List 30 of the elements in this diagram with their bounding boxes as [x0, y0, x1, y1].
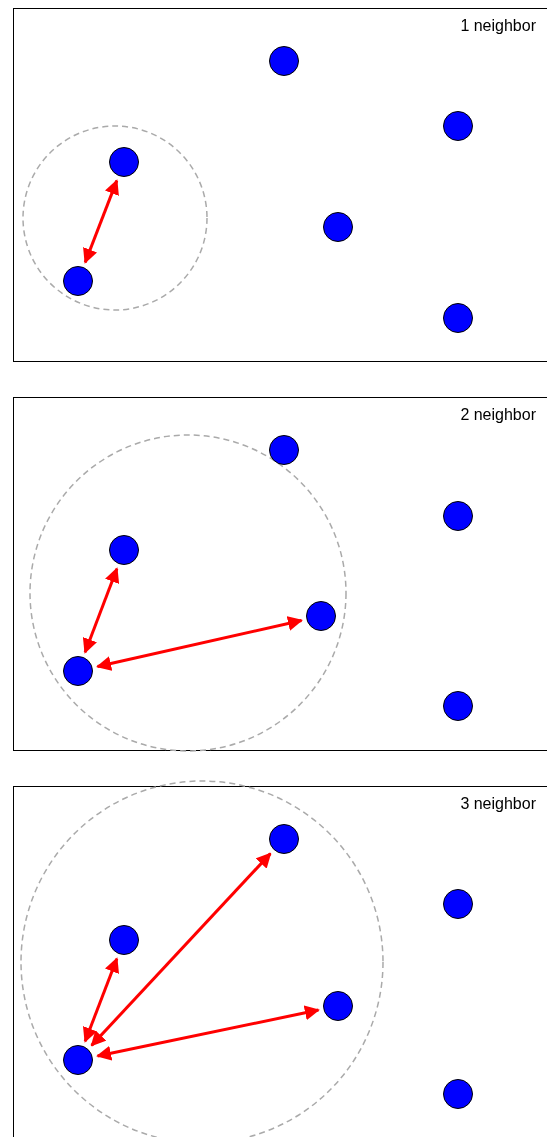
arrow	[90, 852, 272, 1047]
panel-title: 3 neighbor	[460, 795, 536, 813]
arrow	[83, 957, 119, 1043]
data-point	[109, 925, 139, 955]
panel-frame	[13, 397, 547, 751]
data-point	[443, 1079, 473, 1109]
arrow	[96, 1005, 320, 1061]
data-point	[443, 303, 473, 333]
data-point	[443, 889, 473, 919]
arrow	[96, 616, 303, 671]
data-point	[323, 991, 353, 1021]
data-point	[323, 212, 353, 242]
arrow	[82, 567, 120, 654]
data-point	[269, 435, 299, 465]
data-point	[109, 535, 139, 565]
data-point	[443, 691, 473, 721]
data-point	[63, 656, 93, 686]
data-point	[63, 266, 93, 296]
data-point	[443, 111, 473, 141]
data-point	[269, 46, 299, 76]
data-point	[443, 501, 473, 531]
arrow	[83, 179, 119, 264]
data-point	[109, 147, 139, 177]
data-point	[269, 824, 299, 854]
data-point	[306, 601, 336, 631]
panel-title: 2 neighbor	[460, 406, 536, 424]
panel-title: 1 neighbor	[460, 17, 536, 35]
panel-frame	[13, 786, 547, 1137]
panel-frame	[13, 8, 547, 362]
data-point	[63, 1045, 93, 1075]
